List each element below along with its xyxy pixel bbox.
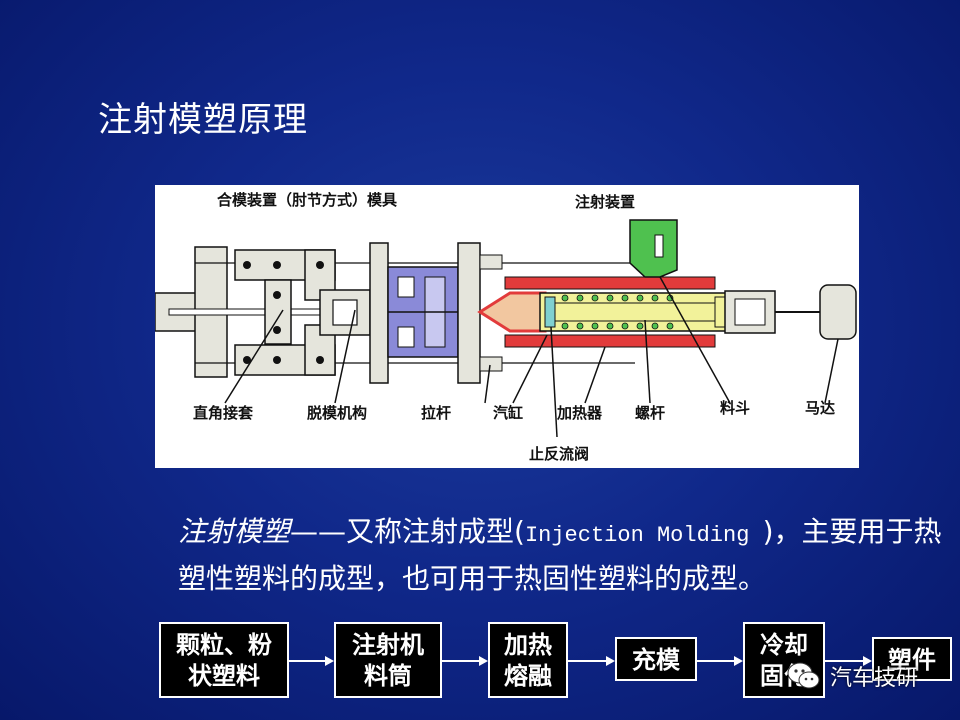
flow-arrow-4 xyxy=(697,656,743,666)
flow-step-2: 注射机料筒 xyxy=(334,622,442,698)
label-cylinder: 汽缸 xyxy=(493,404,524,422)
machine-drawing xyxy=(155,219,857,438)
description-text-2: )，主要用于热塑性塑料的成型，也可用于热固性塑料的成型。 xyxy=(178,515,942,595)
flow-step-1-line2: 状塑料 xyxy=(188,661,260,690)
moving-platen xyxy=(369,242,389,384)
flow-step-2-line2: 料筒 xyxy=(364,661,412,690)
heater-top xyxy=(504,276,716,290)
check-valve xyxy=(544,296,556,328)
flow-step-4-line1: 充模 xyxy=(632,644,680,674)
heater-bottom xyxy=(504,334,716,348)
label-hopper: 料斗 xyxy=(720,399,751,417)
description-paragraph: 注射模塑——又称注射成型(Injection Molding )，主要用于热塑性… xyxy=(178,510,948,600)
tie-bar-top xyxy=(479,254,503,270)
flow-arrow-1 xyxy=(289,656,334,666)
slide-title: 注射模塑原理 xyxy=(98,100,308,140)
flow-step-3-line1: 加热 xyxy=(504,630,552,659)
label-clamp-unit: 合模装置（肘节方式）模具 xyxy=(217,191,398,209)
label-tie-bar: 拉杆 xyxy=(421,404,452,422)
flow-step-3-line2: 熔融 xyxy=(504,661,552,690)
label-check-valve: 止反流阀 xyxy=(529,445,590,463)
toggle-link xyxy=(264,279,292,345)
crosshead-hole xyxy=(332,299,358,326)
dash: —— xyxy=(290,515,347,548)
flow-step-6: 塑件 xyxy=(872,637,952,681)
flow-step-2-line1: 注射机 xyxy=(352,630,424,659)
screw-flights xyxy=(561,294,674,330)
label-toggle-sleeve: 直角接套 xyxy=(193,404,254,422)
description-text-1: 又称注射成型( xyxy=(346,515,525,548)
description-english: Injection Molding xyxy=(524,523,763,548)
screw xyxy=(549,302,741,322)
flow-arrow-5 xyxy=(825,656,872,666)
flow-step-1: 颗粒、粉状塑料 xyxy=(159,622,289,698)
wechat-icon xyxy=(787,662,820,689)
nozzle xyxy=(477,291,547,333)
flow-step-4: 充模 xyxy=(615,637,697,681)
flow-step-3: 加热熔融 xyxy=(488,622,568,698)
flow-step-1-line1: 颗粒、粉 xyxy=(176,630,272,659)
fixed-platen xyxy=(457,242,481,384)
motor xyxy=(819,284,857,340)
watermark: 汽车技研 xyxy=(786,656,946,696)
label-screw: 螺杆 xyxy=(635,404,666,422)
injection-machine-diagram: 合模装置（肘节方式）模具 注射装置 直角接套 脱模机构 拉杆 汽缸 加热器 螺杆… xyxy=(155,185,859,468)
flow-step-5-line1: 冷却 xyxy=(760,630,808,659)
tie-bar-bottom xyxy=(479,356,503,372)
flow-arrow-2 xyxy=(442,656,488,666)
flow-step-6-line1: 塑件 xyxy=(888,644,936,674)
hopper xyxy=(629,219,678,278)
watermark-text: 汽车技研 xyxy=(830,666,919,691)
label-motor: 马达 xyxy=(805,399,836,417)
label-injection-unit: 注射装置 xyxy=(575,193,636,211)
flow-arrow-3 xyxy=(568,656,615,666)
term-injection-molding: 注射模塑 xyxy=(178,515,291,548)
label-ejector: 脱模机构 xyxy=(307,404,368,422)
label-heater: 加热器 xyxy=(557,404,603,422)
